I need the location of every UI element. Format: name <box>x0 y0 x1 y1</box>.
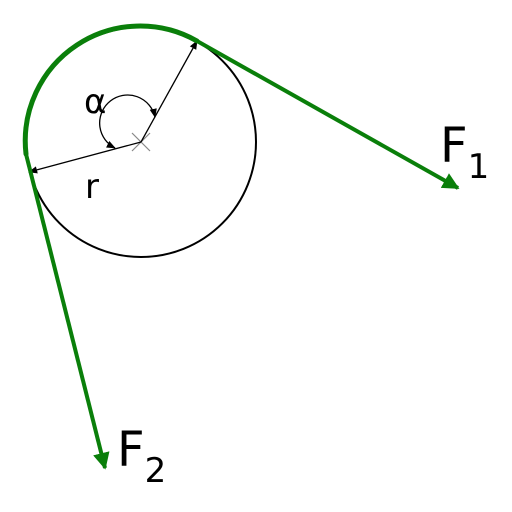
force-f1-arrow <box>196 39 460 190</box>
wrap-angle-arc <box>99 94 157 149</box>
radius-line-top <box>140 40 198 143</box>
label-f1: F1 <box>440 118 489 187</box>
rope-path <box>22 23 200 157</box>
force-f2-arrow <box>24 153 110 470</box>
label-radius: r <box>85 167 99 207</box>
label-alpha: α <box>84 82 106 122</box>
label-f2: F2 <box>117 422 166 491</box>
